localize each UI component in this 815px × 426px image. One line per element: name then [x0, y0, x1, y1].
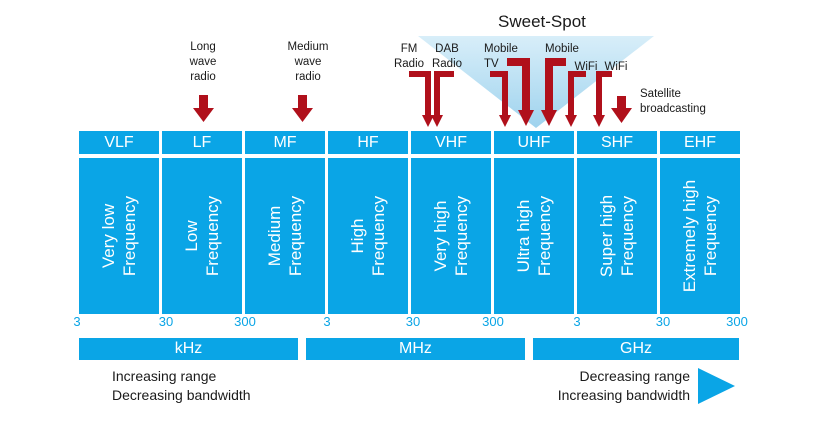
- mobile-tv-arrowhead: [499, 115, 511, 127]
- band-abbr-vhf: VHF: [411, 131, 491, 154]
- band-body-ehf: Extremely high Frequency: [660, 158, 740, 314]
- source-label-fm-radio: FM Radio: [393, 43, 425, 70]
- note-right: Decreasing range Increasing bandwidth: [557, 368, 690, 403]
- source-label-medium-wave: Medium wave radio: [287, 41, 329, 83]
- dab-radio-arrow: [434, 71, 454, 117]
- fm-radio-arrow: [409, 71, 431, 117]
- wifi-2-arrowhead: [593, 115, 605, 127]
- mobile-arrowhead: [541, 110, 557, 126]
- band-body-shf: Super high Frequency: [577, 158, 657, 314]
- sweet-spot-title: Sweet-Spot: [498, 12, 586, 31]
- mobile-arrow: [545, 58, 566, 112]
- sweet-spot-triangle: [418, 36, 654, 128]
- band-abbr-vlf: VLF: [79, 131, 159, 154]
- source-label-dab-radio: DAB Radio: [431, 43, 463, 70]
- band-body-lf: Low Frequency: [162, 158, 242, 314]
- tick-label: 300: [482, 314, 504, 329]
- band-abbr-hf: HF: [328, 131, 408, 154]
- band-abbr-shf: SHF: [577, 131, 657, 154]
- band-body-hf: High Frequency: [328, 158, 408, 314]
- band-name-vlf: Very low Frequency: [99, 195, 139, 277]
- source-label-wifi-1: WiFi: [574, 61, 598, 73]
- band-abbr-uhf: UHF: [494, 131, 574, 154]
- tick-label: 300: [234, 314, 256, 329]
- band-name-vhf: Very high Frequency: [431, 195, 471, 277]
- wifi-2-arrow: [596, 71, 612, 117]
- band-name-shf: Super high Frequency: [597, 194, 637, 278]
- mobile-tv-arrow: [490, 71, 508, 117]
- tick-label: 3: [73, 314, 81, 329]
- note-left: Increasing range Decreasing bandwidth: [112, 368, 251, 403]
- tick-label: 300: [726, 314, 748, 329]
- band-abbr-lf: LF: [162, 131, 242, 154]
- tick-label: 3: [323, 314, 331, 329]
- medium-wave-arrow: [292, 95, 313, 122]
- dab-radio-arrowhead: [431, 115, 443, 127]
- source-label-long-wave: Long wave radio: [189, 41, 217, 83]
- wifi-1-arrowhead: [565, 115, 577, 127]
- tick-label: 30: [405, 314, 421, 329]
- tick-label: 30: [158, 314, 174, 329]
- band-abbr-mf: MF: [245, 131, 325, 154]
- wifi-1-arrow: [568, 71, 586, 117]
- unit-bar-ghz: GHz: [533, 338, 739, 360]
- long-wave-arrow: [193, 95, 214, 122]
- source-label-mobile-tv: Mobile TV: [484, 43, 518, 70]
- source-label-wifi-2: WiFi: [604, 61, 628, 73]
- direction-triangle-icon: [698, 368, 735, 404]
- unit-bar-mhz: MHz: [306, 338, 525, 360]
- band-body-vhf: Very high Frequency: [411, 158, 491, 314]
- band-body-uhf: Ultra high Frequency: [494, 158, 574, 314]
- band-name-lf: Low Frequency: [182, 195, 222, 277]
- mobile-arrow-large: [507, 58, 530, 112]
- fm-radio-arrowhead: [422, 115, 434, 127]
- tick-label: 30: [655, 314, 671, 329]
- satellite-arrow: [611, 96, 632, 123]
- band-body-vlf: Very low Frequency: [79, 158, 159, 314]
- band-name-ehf: Extremely high Frequency: [680, 179, 720, 293]
- mobile-arrow-large-head: [518, 110, 534, 126]
- band-abbr-ehf: EHF: [660, 131, 740, 154]
- band-name-hf: High Frequency: [348, 195, 388, 277]
- source-label-satellite: Satellite broadcasting: [640, 88, 706, 115]
- band-body-mf: Medium Frequency: [245, 158, 325, 314]
- unit-bar-khz: kHz: [79, 338, 298, 360]
- band-name-uhf: Ultra high Frequency: [514, 195, 554, 277]
- source-label-mobile: Mobile: [545, 43, 579, 55]
- tick-label: 3: [573, 314, 581, 329]
- band-name-mf: Medium Frequency: [265, 195, 305, 277]
